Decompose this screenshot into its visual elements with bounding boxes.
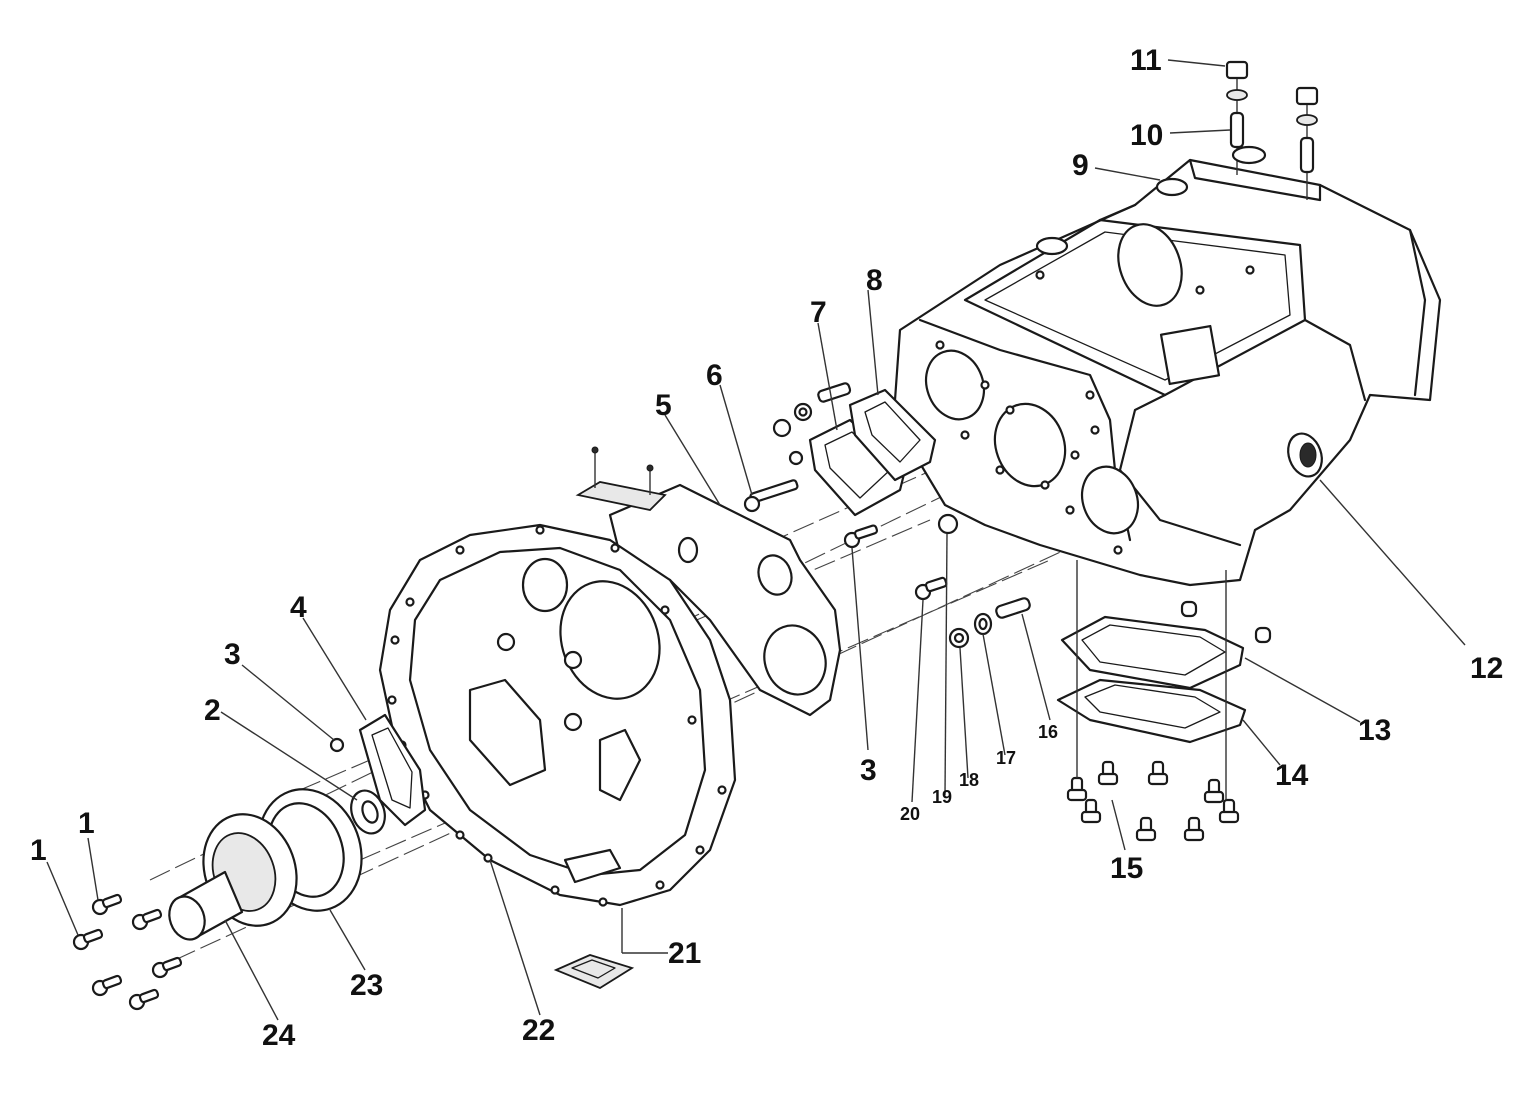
housing-bolt-holes (935, 265, 1255, 555)
part-3-bolt-upper (843, 524, 879, 549)
callout-7: 7 (810, 296, 827, 329)
part-22-bell-housing (378, 523, 737, 907)
part-5-adapter-plate (608, 483, 842, 717)
part-24-bearing-retainer (168, 813, 298, 941)
callout-3-left: 3 (224, 638, 241, 671)
callout-16: 16 (1038, 722, 1058, 742)
callout-13: 13 (1358, 714, 1391, 747)
callout-14: 14 (1275, 759, 1309, 792)
callout-1-lower: 1 (30, 834, 47, 867)
part-14-cover-plate (1056, 678, 1247, 744)
part-21-grommet (553, 954, 635, 990)
part-10-11-studs-nuts (1225, 60, 1319, 200)
part-7-cover-plate (808, 418, 907, 517)
part-19-plug (937, 513, 959, 535)
part-16-stud (995, 597, 1031, 619)
callout-9: 9 (1072, 149, 1089, 182)
callout-1-upper: 1 (78, 807, 95, 840)
callout-3-right: 3 (860, 754, 877, 787)
callout-4: 4 (290, 591, 307, 624)
part-15-flange-bolts (1066, 760, 1240, 842)
callout-17: 17 (996, 748, 1016, 768)
callout-2: 2 (204, 694, 221, 727)
callout-12: 12 (1470, 652, 1503, 685)
callout-5: 5 (655, 389, 672, 422)
part-18-nut (948, 627, 970, 649)
callout-labels: 11 10 9 8 7 6 5 4 3 2 1 1 23 24 22 21 3 … (30, 44, 1503, 1052)
part-6-bolt (743, 479, 799, 513)
upper-fasteners (772, 382, 852, 466)
callout-18: 18 (959, 770, 979, 790)
callout-6: 6 (706, 359, 723, 392)
callout-20: 20 (900, 804, 920, 824)
callout-21: 21 (668, 937, 701, 970)
part-9-plug (1035, 177, 1189, 256)
leader-lines (46, 59, 1466, 1021)
part-3-bolt-lower (329, 737, 345, 753)
callout-11: 11 (1130, 44, 1162, 77)
callout-24: 24 (262, 1019, 296, 1052)
callout-15: 15 (1110, 852, 1143, 885)
callout-19: 19 (932, 787, 952, 807)
callout-23: 23 (350, 969, 383, 1002)
part-17-washer (973, 612, 993, 636)
part-8-gasket (848, 388, 937, 482)
part-2-seal-ring (350, 789, 386, 835)
part-13-gasket (1060, 615, 1245, 690)
gearbox-housing (893, 158, 1442, 587)
dowel-pins (1180, 600, 1272, 644)
nameplate (575, 446, 667, 511)
part-20-bolt (914, 576, 948, 601)
part-1-bolts (72, 893, 183, 1011)
callout-22: 22 (522, 1014, 555, 1047)
callout-10: 10 (1130, 119, 1163, 152)
callout-8: 8 (866, 264, 883, 297)
